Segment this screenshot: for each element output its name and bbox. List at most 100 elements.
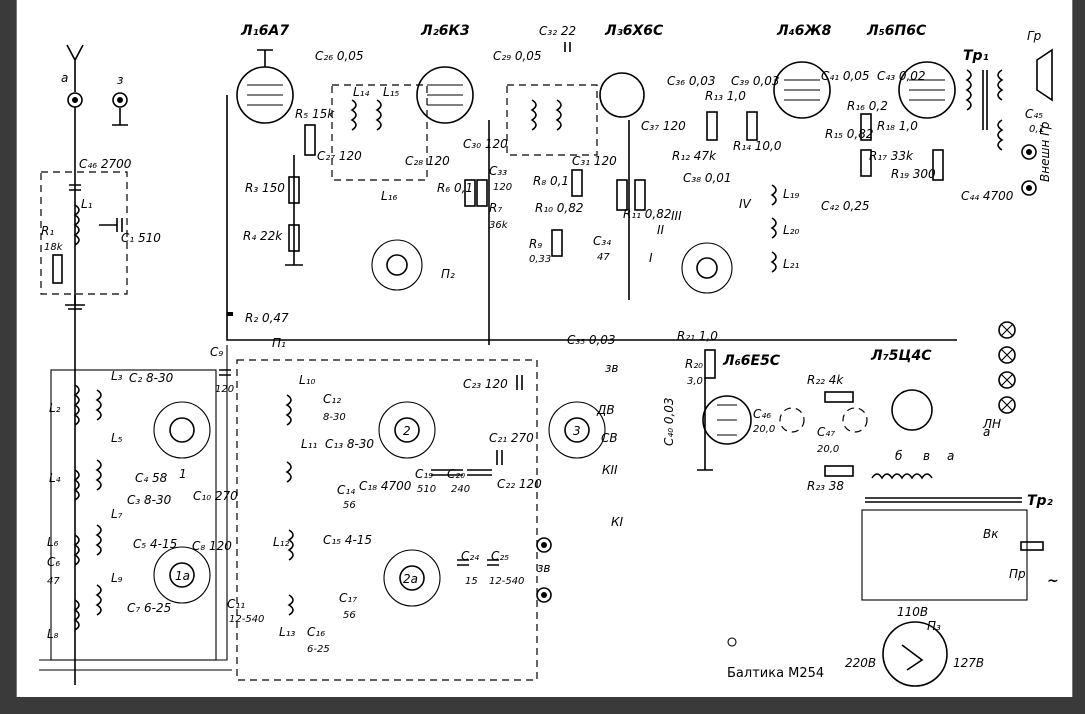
tap-b: б — [895, 449, 903, 463]
c16-label: C₁₆ — [307, 625, 325, 639]
v220: 220В — [845, 656, 876, 670]
c1-label: C₁ 510 — [121, 231, 161, 245]
tube-l4-label: Л₄6Ж8 — [776, 23, 832, 39]
r17-label: R₁₇ 33k — [869, 149, 914, 163]
c5-label: C₅ 4-15 — [133, 537, 177, 551]
ki-label: КI — [611, 515, 624, 529]
c28-label: C₂₈ 120 — [405, 154, 450, 168]
switch-2a-label: 2а — [403, 572, 418, 586]
switch-1a-label: 1а — [175, 569, 190, 583]
c6-label: C₆ — [47, 555, 60, 569]
c8-label: C₈ 120 — [192, 539, 232, 553]
l2-label: L₂ — [49, 401, 61, 415]
p2-label: П₂ — [441, 267, 455, 281]
c14-value: 56 — [343, 500, 356, 511]
l12-label: L₁₂ — [273, 535, 289, 549]
l9-label: L₉ — [111, 571, 123, 585]
r22-label: R₂₂ 4k — [807, 373, 844, 387]
c30-label: C₃₀ 120 — [463, 137, 508, 151]
c40-label: C₄₀ 0,03 — [662, 397, 676, 446]
c16-value: 6-25 — [307, 644, 330, 655]
switch-1a: 1а C₈ 120 C₁₀ 270 C₉ 120 — [153, 345, 238, 604]
c27-label: C₂₇ 120 — [317, 149, 362, 163]
c18-label: C₁₈ 4700 — [359, 479, 412, 493]
r4-label: R₄ 22k — [243, 229, 283, 243]
c14-label: C₁₄ — [337, 483, 355, 497]
tap-v: в — [923, 449, 930, 463]
gr-label: Гр — [1027, 29, 1042, 43]
c12-value: 8-30 — [323, 412, 346, 423]
tube-l1-label: Л₁6А7 — [240, 23, 289, 39]
p1-label: П₁ — [272, 336, 286, 350]
l14-label: L₁₄ — [353, 85, 369, 99]
tube-l7-label: Л₇5Ц4С — [870, 348, 932, 364]
switch-3-label: 3 — [573, 424, 581, 438]
band-iv: IV — [739, 197, 752, 211]
l4-label: L₄ — [49, 471, 61, 485]
c11-value: 12-540 — [229, 614, 264, 625]
c25-label: C₂₅ — [491, 549, 509, 563]
r1-value: 18k — [44, 242, 64, 253]
c25-value: 12-540 — [489, 576, 524, 587]
power-supply: Л₇5Ц4С C₄₆ 20,0 C₄₇ 20,0 R₂₂ 4k R₂₃ 38 Т… — [753, 321, 1059, 601]
tube-l3: Л₃6Х6С C₃₂ 22 C₃₃ 120 C₃₁ 120 R₈ 0,1 R₁₀… — [489, 23, 686, 300]
r21-label: R₂₁ 1,0 — [677, 329, 718, 343]
l3-label: L₃ — [111, 369, 123, 383]
r7-value: 36k — [489, 220, 509, 231]
band-ii: II — [657, 223, 665, 237]
c19-label: C₁₉ — [415, 467, 433, 481]
c11-label: C₁₁ — [227, 597, 245, 611]
c47-value: 20,0 — [817, 444, 839, 455]
gr-ext-label: Внешн Гр — [1038, 121, 1052, 182]
r9-value: 0,33 — [529, 254, 551, 265]
mid-section: 2 3 2а L₁₀ C₁₂ 8-30 L₁₁ C₁₃ 8-30 C₁₄ 56 … — [227, 333, 624, 681]
c6-value: 47 — [47, 576, 60, 587]
l21-label: L₂₁ — [783, 257, 799, 271]
switch-1-label: 1 — [179, 467, 187, 481]
tap-a: а — [947, 449, 954, 463]
r1-label: R₁ — [41, 224, 54, 238]
c22-label: C₂₂ 120 — [497, 477, 542, 491]
band-i: I — [649, 251, 653, 265]
l19-label: L₁₉ — [783, 187, 799, 201]
c38-label: C₃₈ 0,01 — [683, 171, 732, 185]
r14-label: R₁₄ 10,0 — [733, 139, 782, 153]
c37-label: C₃₇ 120 — [641, 119, 686, 133]
c44-label: C₄₄ 4700 — [961, 189, 1014, 203]
tr2-label: Тр₂ — [1027, 493, 1054, 509]
p3-label: П₃ — [927, 619, 941, 633]
c41-label: C₄₁ 0,05 — [821, 69, 870, 83]
tr1-label: Тр₁ — [963, 48, 989, 64]
c46b-value: 20,0 — [753, 424, 775, 435]
c45-value: 0,1 — [1029, 124, 1045, 135]
r6-label: R₆ 0,1 — [437, 181, 473, 195]
c13-label: C₁₃ 8-30 — [325, 437, 374, 451]
c26-label: C₂₆ 0,05 — [315, 49, 364, 63]
c9-value: 120 — [215, 384, 234, 395]
r20-value: 3,0 — [687, 376, 703, 387]
r15-label: R₁₅ 0,82 — [825, 127, 874, 141]
c21-label: C₂₁ 270 — [489, 431, 534, 445]
c24-value: 15 — [465, 576, 478, 587]
input-coils: L₂ L₄ L₆ C₆ 47 L₈ L₃ C₂ 8-30 L₅ C₄ 58 C₃… — [39, 345, 232, 671]
tube-l5-label: Л₅6П6С — [866, 23, 927, 39]
c12-label: C₁₂ — [323, 392, 341, 406]
r11-label: R₁₁ 0,82 — [623, 207, 672, 221]
c7-label: C₇ 6-25 — [127, 601, 171, 615]
r20-label: R₂₀ — [685, 357, 703, 371]
tube-l2: Л₂6К3 L₁₄ L₁₅ C₂₈ 120 L₁₆ C₂₉ 0,05 C₃₀ 1… — [331, 23, 542, 345]
c4-label: C₄ 58 — [135, 471, 168, 485]
publisher-logo — [727, 637, 737, 647]
c46b-label: C₄₆ — [753, 407, 771, 421]
l16-label: L₁₆ — [381, 189, 397, 203]
l13-label: L₁₃ — [279, 625, 295, 639]
antenna-a-label: а — [61, 71, 68, 85]
l10-label: L₁₀ — [299, 373, 315, 387]
tube-l2-label: Л₂6К3 — [420, 23, 470, 39]
pr-label: Пр — [1009, 567, 1026, 581]
bottom-bar — [0, 697, 1085, 714]
r8-label: R₈ 0,1 — [533, 174, 569, 188]
c35-label: C₃₅ 0,03 — [567, 333, 616, 347]
c42-label: C₄₂ 0,25 — [821, 199, 870, 213]
sv-label: СВ — [601, 431, 618, 445]
